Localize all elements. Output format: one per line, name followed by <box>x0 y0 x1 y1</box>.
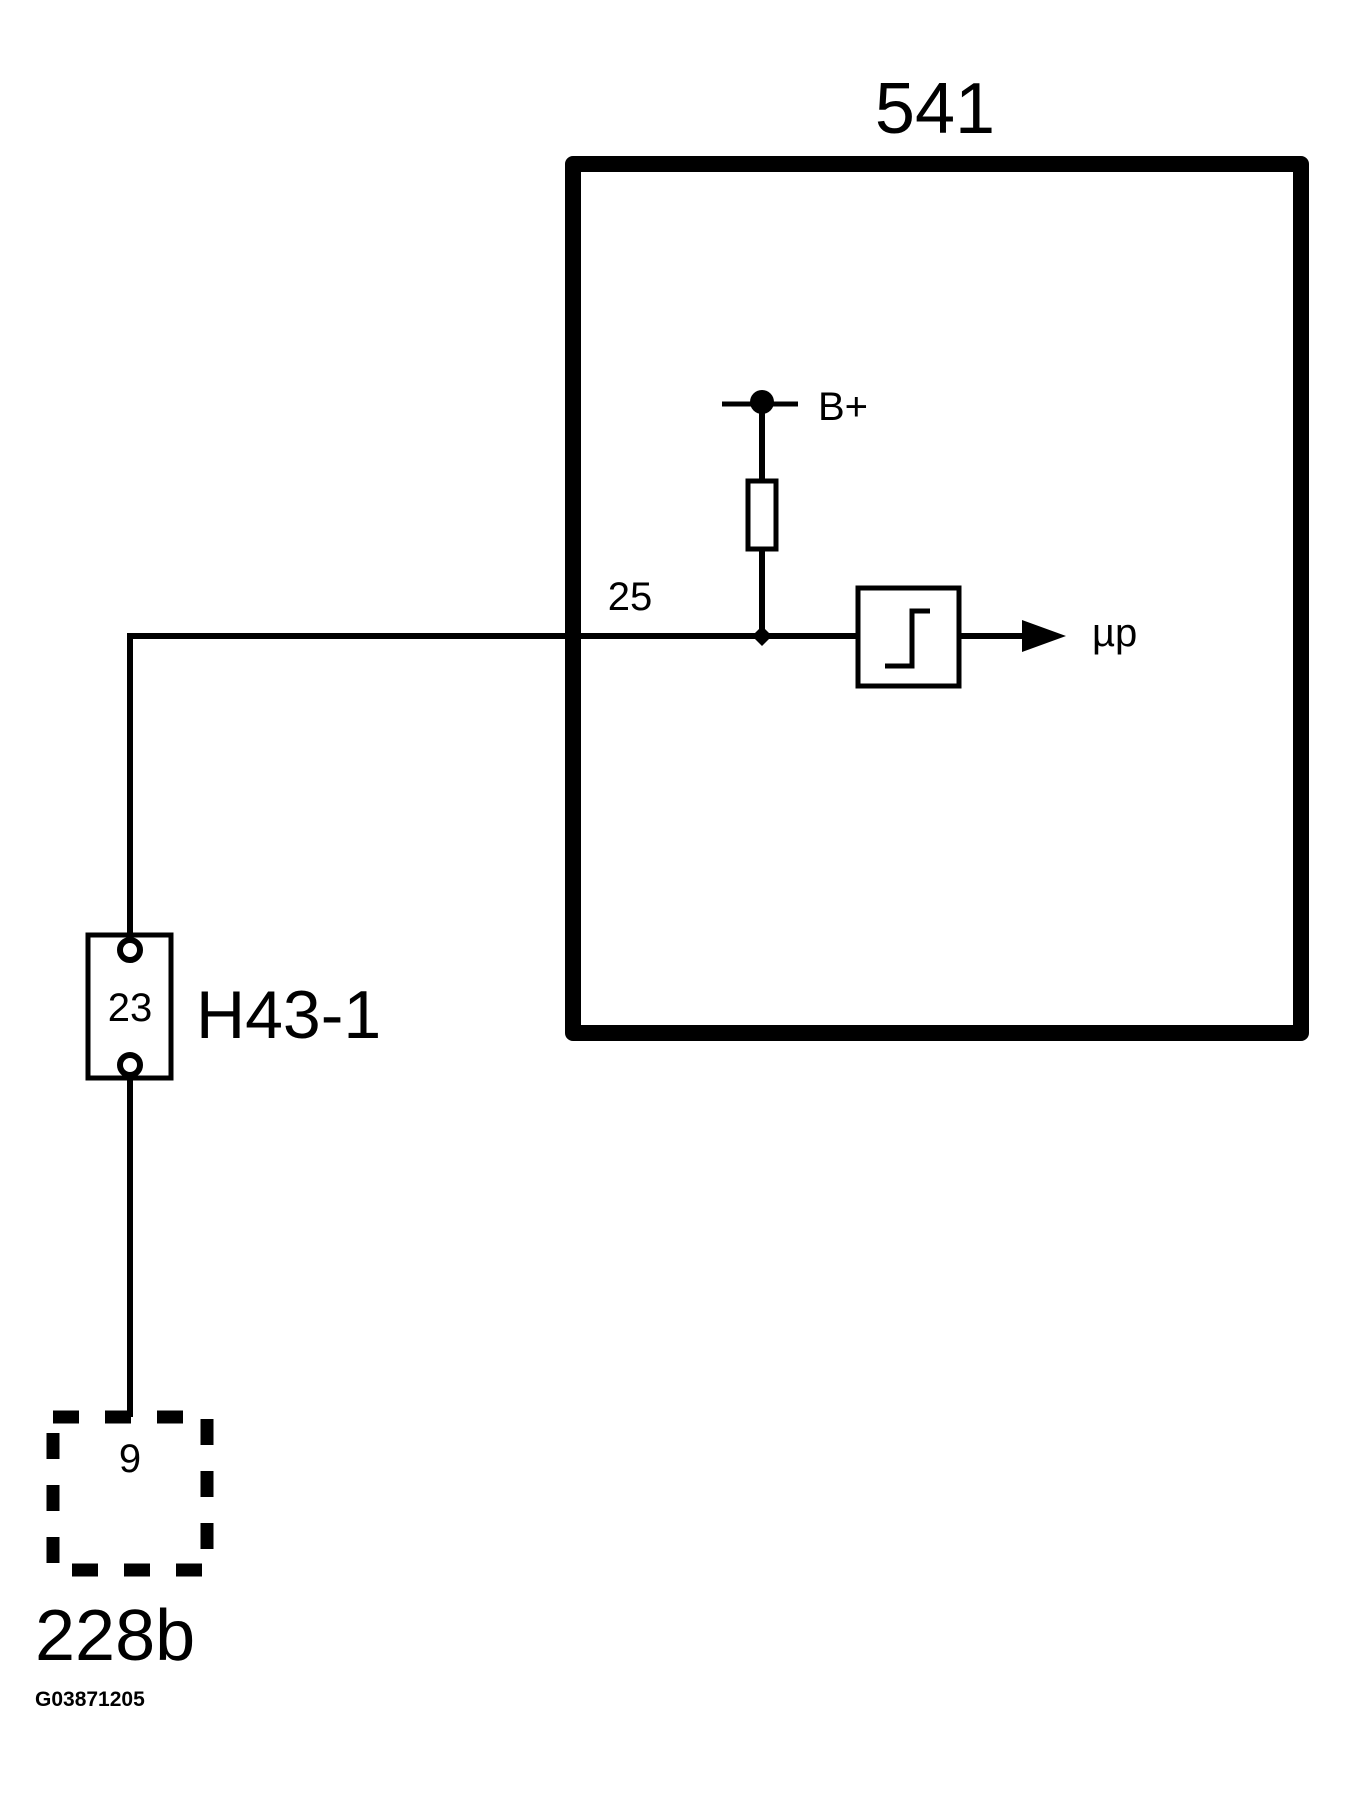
schmitt-trigger-symbol <box>885 608 930 669</box>
figure-code: G03871205 <box>35 1688 145 1711</box>
connector-pin-23-label: 23 <box>108 986 153 1030</box>
module-541-box <box>565 156 1309 1041</box>
schmitt-trigger-box <box>855 585 962 689</box>
component-pin-9-label: 9 <box>119 1437 141 1481</box>
pullup-resistor <box>745 478 779 552</box>
component-228b-label: 228b <box>35 1596 195 1676</box>
output-arrow <box>1022 620 1066 652</box>
module-541-label: 541 <box>875 69 995 149</box>
connector-pin-top <box>117 937 143 963</box>
signal-wire <box>127 633 860 945</box>
output-label: µp <box>1092 611 1137 655</box>
connector-pin-bottom <box>117 1052 143 1078</box>
pin-25-label: 25 <box>608 575 653 619</box>
connector-h43-1-label: H43-1 <box>196 977 381 1053</box>
component-228b-box <box>46 1410 214 1577</box>
supply-dot <box>750 390 774 414</box>
supply-label: B+ <box>818 385 868 429</box>
